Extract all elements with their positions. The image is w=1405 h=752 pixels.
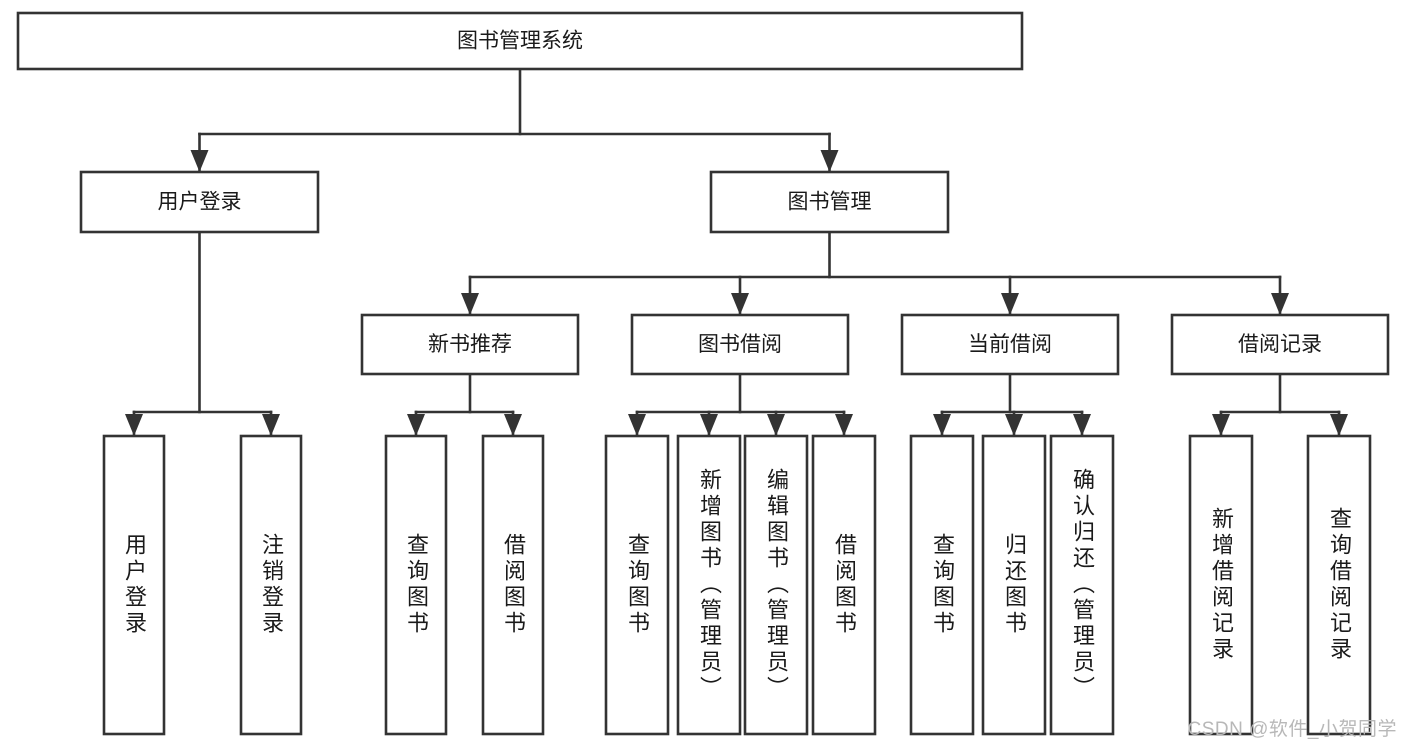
arrow-to-new-book-recommend <box>461 293 479 315</box>
node-root[interactable] <box>16 11 1024 71</box>
node-book-borrow[interactable] <box>630 313 850 376</box>
node-leaf-query-borrow-record[interactable] <box>1306 434 1372 736</box>
arrow-to-leaf-return-book <box>1005 414 1023 436</box>
arrow-to-book-borrow <box>731 293 749 315</box>
node-book-management[interactable] <box>709 170 950 234</box>
node-leaf-edit-book-admin[interactable] <box>743 434 809 736</box>
node-leaf-query-book-2[interactable] <box>604 434 670 736</box>
node-leaf-add-book-admin[interactable] <box>676 434 742 736</box>
node-leaf-add-borrow-record[interactable] <box>1188 434 1254 736</box>
arrow-to-leaf-borrow-book-1 <box>504 414 522 436</box>
node-leaf-confirm-return-admin[interactable] <box>1049 434 1115 736</box>
node-borrow-records[interactable] <box>1170 313 1390 376</box>
arrow-to-leaf-add-borrow-record <box>1212 414 1230 436</box>
arrow-to-leaf-query-book-2 <box>628 414 646 436</box>
arrow-to-book-management <box>820 150 839 172</box>
arrow-to-leaf-user-login <box>125 414 143 436</box>
arrow-to-leaf-confirm-return-admin <box>1073 414 1091 436</box>
node-box-layer <box>16 11 1390 736</box>
arrow-to-leaf-borrow-book-2 <box>835 414 853 436</box>
arrow-to-leaf-edit-book-admin <box>767 414 785 436</box>
arrow-to-borrow-records <box>1271 293 1289 315</box>
node-leaf-borrow-book-1[interactable] <box>481 434 545 736</box>
node-leaf-query-book-3[interactable] <box>909 434 975 736</box>
node-leaf-user-logout[interactable] <box>239 434 303 736</box>
node-leaf-return-book[interactable] <box>981 434 1047 736</box>
connector-layer <box>125 67 1348 436</box>
node-leaf-query-book-1[interactable] <box>384 434 448 736</box>
node-label-book-management: 图书管理 <box>788 191 872 214</box>
arrow-to-leaf-user-logout <box>262 414 280 436</box>
arrow-to-leaf-query-book-1 <box>407 414 425 436</box>
node-label-root: 图书管理系统 <box>457 30 583 53</box>
arrow-to-user-login <box>190 150 209 172</box>
node-label-new-book-recommend: 新书推荐 <box>428 333 512 356</box>
node-label-borrow-records: 借阅记录 <box>1238 333 1322 356</box>
node-label-current-borrow: 当前借阅 <box>968 333 1052 356</box>
arrow-to-leaf-query-borrow-record <box>1330 414 1348 436</box>
node-user-login[interactable] <box>79 170 320 234</box>
node-leaf-user-login[interactable] <box>102 434 166 736</box>
node-new-book-recommend[interactable] <box>360 313 580 376</box>
node-label-user-login: 用户登录 <box>158 191 242 214</box>
node-leaf-borrow-book-2[interactable] <box>811 434 877 736</box>
arrow-to-current-borrow <box>1001 293 1019 315</box>
arrow-to-leaf-query-book-3 <box>933 414 951 436</box>
csdn-watermark: CSDN @软件_小贺同学 <box>1187 719 1397 740</box>
node-label-book-borrow: 图书借阅 <box>698 333 782 356</box>
arrow-to-leaf-add-book-admin <box>700 414 718 436</box>
node-current-borrow[interactable] <box>900 313 1120 376</box>
